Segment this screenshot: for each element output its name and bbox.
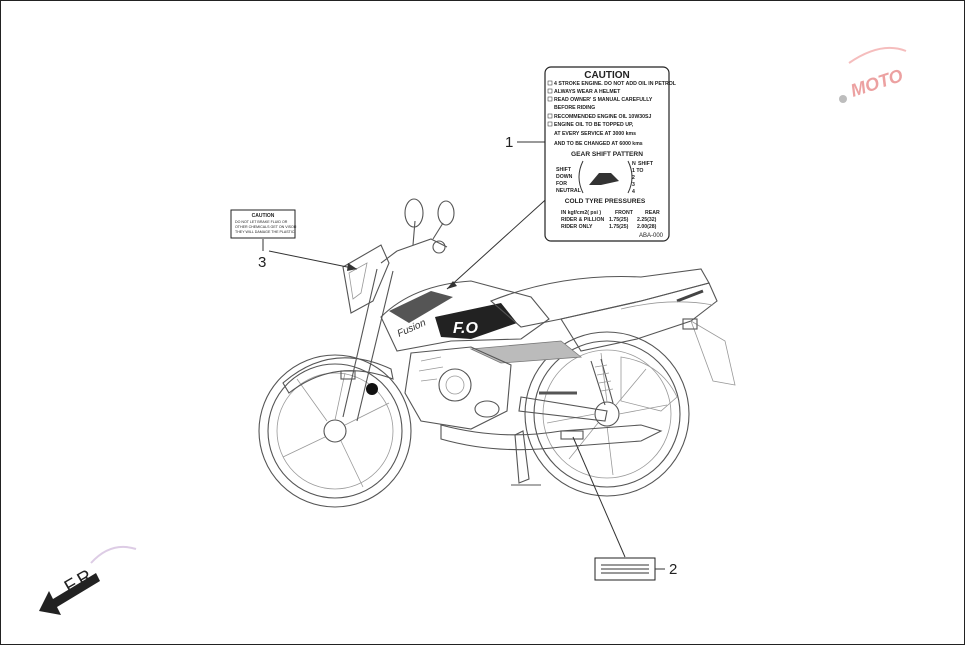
svg-text:3: 3 — [632, 182, 635, 188]
swing-arm — [518, 396, 608, 422]
exhaust — [440, 424, 663, 451]
svg-text:FOR: FOR — [556, 181, 567, 187]
svg-text:1 TO: 1 TO — [632, 168, 643, 174]
tyre-table: IN kgf/cm2( psi ) FRONT REAR RIDER & PIL… — [561, 210, 660, 230]
svg-text:FRONT: FRONT — [615, 210, 634, 216]
handlebar — [380, 238, 448, 264]
svg-text:1.75(25): 1.75(25) — [609, 224, 629, 230]
arrow-icon — [39, 573, 100, 615]
gear-right-labels: N SHIFT 1 TO 2 3 4 — [632, 161, 654, 195]
tyre-title: COLD TYRE PRESSURES — [565, 198, 646, 205]
watermark-logo-bottom — [90, 545, 137, 564]
gear-title: GEAR SHIFT PATTERN — [571, 151, 643, 158]
watermark-text-top: MOTO — [848, 65, 905, 101]
label-2-location — [560, 430, 584, 440]
caution-label-3: CAUTION DO NOT LET BRAKE FLUID OR OTHER … — [230, 209, 297, 239]
svg-text:THEY WILL DAMAGE THE PLASTIC: THEY WILL DAMAGE THE PLASTIC — [235, 230, 295, 234]
leader-line-1 — [446, 192, 554, 290]
headlamp-cowl — [342, 244, 390, 314]
left-mirror — [404, 198, 424, 228]
caution-title-1: CAUTION — [584, 70, 630, 81]
svg-text:2.25(32): 2.25(32) — [637, 217, 657, 223]
leader-line-3 — [268, 250, 358, 270]
rear-fender — [690, 320, 736, 386]
svg-text:IN kgf/cm2( psi ): IN kgf/cm2( psi ) — [561, 210, 601, 216]
side-decal-panel — [435, 303, 517, 339]
callout-1: 1 — [446, 134, 554, 290]
svg-text:SHIFT: SHIFT — [638, 161, 654, 167]
svg-text:2: 2 — [632, 175, 635, 181]
svg-text:1.75(25): 1.75(25) — [609, 217, 629, 223]
tank-stripe — [389, 291, 453, 323]
svg-text:RIDER & PILLION: RIDER & PILLION — [561, 217, 604, 223]
front-direction-arrow: F.R. — [39, 563, 101, 615]
seat — [489, 268, 710, 328]
svg-text:NEUTRAL: NEUTRAL — [556, 188, 582, 194]
callout-number-1: 1 — [505, 134, 513, 151]
caution-line: 4 STROKE ENGINE. DO NOT ADD OIL IN PETRO… — [554, 81, 677, 87]
svg-text:N: N — [632, 161, 636, 167]
caution-line: AT EVERY SERVICE AT 3000 kms — [554, 131, 636, 137]
motorcycle-illustration: Fusion F.O — [258, 198, 736, 508]
chain-guard — [620, 356, 678, 412]
svg-text:OTHER CHEMICALS GET ON VISOR: OTHER CHEMICALS GET ON VISOR — [235, 225, 297, 229]
callout-3: 3 — [258, 239, 358, 271]
watermark-logo-top: MOTO — [839, 47, 907, 103]
caution-line: READ OWNER' S MANUAL CAREFULLY — [554, 97, 653, 103]
rear-cowl — [560, 282, 718, 352]
right-mirror — [437, 200, 455, 226]
front-wheel — [258, 354, 412, 508]
svg-text:SHIFT: SHIFT — [556, 167, 572, 173]
fuel-tank — [380, 280, 550, 352]
svg-text:REAR: REAR — [645, 210, 660, 216]
front-fork — [342, 268, 394, 422]
caution-line: RECOMMENDED ENGINE OIL 10W30SJ — [554, 114, 651, 120]
callout-number-3: 3 — [258, 254, 266, 271]
svg-text:RIDER ONLY: RIDER ONLY — [561, 224, 593, 230]
caution-line: ALWAYS WEAR A HELMET — [554, 89, 621, 95]
front-fender — [282, 357, 394, 394]
svg-text:DOWN: DOWN — [556, 174, 573, 180]
svg-text:4: 4 — [632, 189, 635, 195]
caution-line: AND TO BE CHANGED AT 6000 kms — [554, 141, 643, 147]
side-panel — [469, 340, 583, 364]
callout-number-2: 2 — [669, 561, 677, 578]
label-code: ABA-000 — [639, 233, 664, 239]
fork-marker — [366, 383, 378, 395]
svg-text:DO NOT LET BRAKE FLUID OR: DO NOT LET BRAKE FLUID OR — [235, 220, 288, 224]
caution-line: BEFORE RIDING — [554, 105, 595, 111]
engine — [404, 346, 512, 430]
svg-text:2.00(28): 2.00(28) — [637, 224, 657, 230]
rear-shock — [590, 358, 614, 406]
side-decal: F.O — [453, 320, 478, 337]
caution-line: ENGINE OIL TO BE TOPPED UP, — [554, 122, 634, 128]
leader-line-2 — [572, 436, 626, 558]
svg-text:CAUTION: CAUTION — [252, 213, 275, 219]
callout-2: 2 — [572, 436, 677, 581]
gear-left-labels: SHIFT DOWN FOR NEUTRAL — [556, 167, 582, 194]
tail-lamp — [682, 318, 698, 330]
rear-wheel — [524, 331, 690, 497]
side-stand — [514, 430, 530, 484]
gear-shift-icon — [589, 173, 619, 185]
caution-label-1: CAUTION 4 STROKE ENGINE. DO NOT ADD OIL … — [544, 66, 677, 242]
